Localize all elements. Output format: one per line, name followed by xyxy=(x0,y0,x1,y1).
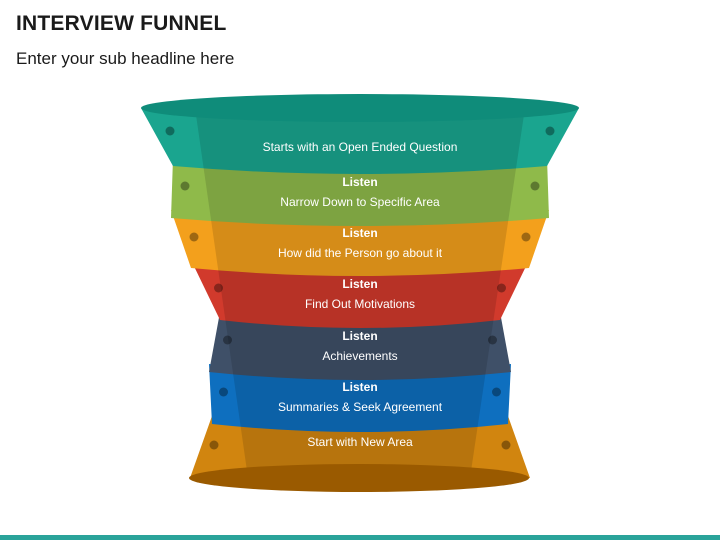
funnel-stage-band xyxy=(171,158,549,226)
page-title: INTERVIEW FUNNEL xyxy=(16,12,227,35)
stage-heading: Listen xyxy=(342,226,377,240)
stage-marker-dot xyxy=(488,335,497,345)
stage-marker-dot xyxy=(214,283,223,293)
stage-marker-dot xyxy=(165,126,175,136)
stage-marker-dot xyxy=(189,232,199,242)
stage-description: Find Out Motivations xyxy=(305,297,415,311)
funnel-stage-band xyxy=(209,364,511,432)
stage-marker-dot xyxy=(209,440,219,450)
stage-heading: Listen xyxy=(342,277,377,291)
stage-description: How did the Person go about it xyxy=(278,246,443,260)
funnel-inner-shade xyxy=(195,108,525,478)
funnel-stage-band xyxy=(171,210,549,276)
stage-marker-dot xyxy=(219,387,228,397)
stage-heading: Listen xyxy=(342,380,377,394)
stage-marker-dot xyxy=(497,283,506,293)
funnel-bottom-rim xyxy=(189,464,529,492)
stage-description: Start with New Area xyxy=(307,435,413,449)
stage-marker-dot xyxy=(180,181,190,191)
stage-marker-dot xyxy=(223,335,232,345)
stage-marker-dot xyxy=(545,126,555,136)
stage-description: Achievements xyxy=(322,349,397,363)
funnel-stage-band xyxy=(209,312,511,380)
page-subtitle: Enter your sub headline here xyxy=(16,49,235,68)
funnel-stage-band xyxy=(141,108,579,174)
stage-marker-dot xyxy=(501,440,511,450)
stage-marker-dot xyxy=(521,232,531,242)
stage-description: Starts with an Open Ended Question xyxy=(263,140,458,154)
funnel-stage-band xyxy=(191,260,529,328)
funnel-top-rim xyxy=(141,94,579,122)
stage-marker-dot xyxy=(530,181,540,191)
stage-description: Summaries & Seek Agreement xyxy=(278,400,443,414)
stage-heading: Listen xyxy=(342,175,377,189)
footer-accent-bar xyxy=(0,535,720,540)
stage-heading: Listen xyxy=(342,329,377,343)
stage-description: Narrow Down to Specific Area xyxy=(280,195,440,209)
stage-marker-dot xyxy=(492,387,501,397)
